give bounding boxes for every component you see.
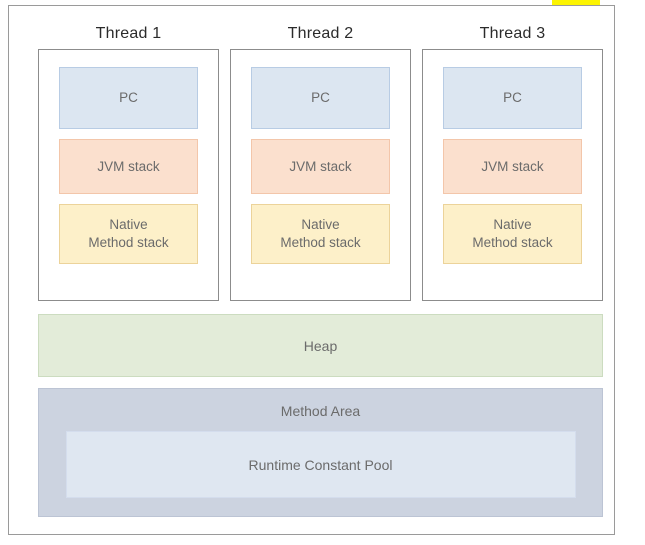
method-area-box: Method Area Runtime Constant Pool [38, 388, 603, 517]
thread-1-native-line1: Native [109, 217, 148, 232]
thread-1-title: Thread 1 [95, 25, 162, 42]
thread-1-native-line2: Method stack [88, 235, 169, 250]
thread-column-3: Thread 3 PC JVM stack Native Method stac… [422, 22, 603, 301]
thread-3-native-method-stack-block: Native Method stack [443, 204, 582, 264]
thread-3-jvm-stack-block: JVM stack [443, 139, 582, 194]
threads-row: Thread 1 PC JVM stack Native Method stac… [38, 22, 603, 301]
thread-2-box: PC JVM stack Native Method stack [230, 49, 411, 301]
thread-1-pc-block: PC [59, 67, 198, 129]
thread-3-title: Thread 3 [479, 25, 546, 42]
thread-column-1: Thread 1 PC JVM stack Native Method stac… [38, 22, 219, 301]
thread-2-jvm-stack-block: JVM stack [251, 139, 390, 194]
thread-3-native-line2: Method stack [472, 235, 553, 250]
thread-3-native-line1: Native [493, 217, 532, 232]
thread-2-native-method-stack-block: Native Method stack [251, 204, 390, 264]
thread-column-2: Thread 2 PC JVM stack Native Method stac… [230, 22, 411, 301]
thread-1-jvm-stack-block: JVM stack [59, 139, 198, 194]
yellow-highlight-mark [552, 0, 600, 5]
thread-3-box: PC JVM stack Native Method stack [422, 49, 603, 301]
thread-2-title: Thread 2 [287, 25, 354, 42]
runtime-constant-pool-box: Runtime Constant Pool [65, 431, 576, 498]
jvm-runtime-data-areas-diagram: Thread 1 PC JVM stack Native Method stac… [8, 5, 615, 535]
thread-2-native-line1: Native [301, 217, 340, 232]
thread-1-native-method-stack-block: Native Method stack [59, 204, 198, 264]
thread-2-pc-block: PC [251, 67, 390, 129]
heap-box: Heap [38, 314, 603, 377]
thread-1-box: PC JVM stack Native Method stack [38, 49, 219, 301]
thread-2-native-line2: Method stack [280, 235, 361, 250]
thread-3-pc-block: PC [443, 67, 582, 129]
method-area-label: Method Area [280, 403, 361, 419]
